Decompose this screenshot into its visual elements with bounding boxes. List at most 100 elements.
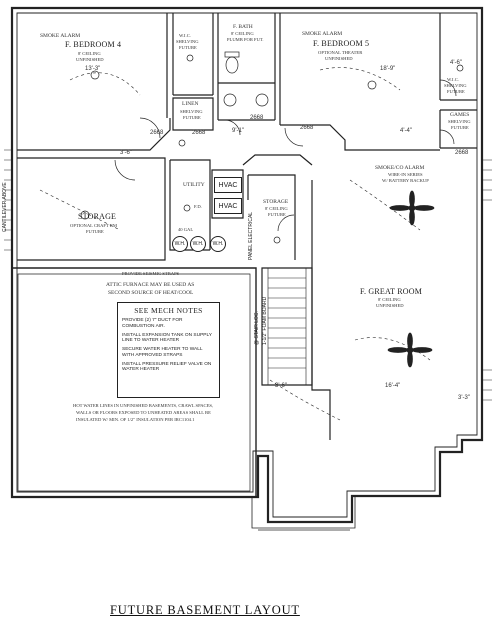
water-heater-3: W.H. xyxy=(210,236,226,252)
games-future: FUTURE xyxy=(451,125,469,130)
wall-linen xyxy=(172,97,214,131)
wall-wic-right xyxy=(439,13,477,101)
smoke-alarm-label: SMOKE ALARM xyxy=(40,33,81,39)
stair-label: @ STAIR LOC. xyxy=(254,311,260,345)
light-fixture-icon xyxy=(80,210,90,220)
dimension-label: 2668 xyxy=(250,115,264,121)
light-fixture-icon xyxy=(178,139,186,147)
outer-wall xyxy=(10,6,484,524)
storage-future: FUTURE xyxy=(86,229,104,234)
bath-ceiling: 8' CEILING xyxy=(231,31,254,36)
great-room-ceiling: 8' CEILING xyxy=(378,297,401,302)
alarm-wire-in: WIRE-IN SERIES xyxy=(388,172,423,177)
water-heater-1: W.H. xyxy=(172,236,188,252)
switch-leg xyxy=(269,379,341,421)
dimension-label: 16'-4" xyxy=(385,383,401,389)
linen-future: FUTURE xyxy=(183,115,201,120)
mech-notes-box: SEE MECH NOTES PROVIDE (2) 7" DUCT FOR C… xyxy=(117,302,220,398)
wall-bedroom4-bottom xyxy=(17,118,171,151)
dimension-label: 13'-3" xyxy=(85,66,101,72)
toilet-icon xyxy=(225,56,239,74)
hot-water-note-line2: WALLS OR FLOORS EXPOSED TO UNHEATED AREA… xyxy=(76,410,211,415)
room-name-storage: STORAGE xyxy=(78,212,117,221)
dimension-label: 2668 xyxy=(150,130,164,136)
storage-mid-future: FUTURE xyxy=(268,212,286,217)
room-name-bedroom4: F. BEDROOM 4 xyxy=(65,40,122,49)
dimension-label: 3'-3" xyxy=(458,395,470,401)
wall-hall-angle xyxy=(242,154,313,166)
wall-bedroom5-bottom xyxy=(280,124,440,151)
hot-water-note-line3: INSULATED W/ MIN. OF 1/2" INSULATION PER… xyxy=(76,417,195,422)
dimension-label: 3'-6" xyxy=(120,150,132,156)
right-hatch xyxy=(482,159,492,401)
light-fixture-icon xyxy=(456,64,464,72)
switch-leg xyxy=(354,337,431,361)
wall-bath xyxy=(217,13,276,121)
ceiling-fan-icon xyxy=(387,332,433,368)
hvac-unit-1: HVAC xyxy=(214,177,242,193)
room-name-bath: F. BATH xyxy=(233,24,253,30)
door-swing xyxy=(139,117,161,139)
seismic-note: PROVIDE SEISMIC STRAPS xyxy=(122,271,180,276)
wall-storage-left xyxy=(17,157,166,261)
cantilever-hatch xyxy=(4,149,12,251)
door-swing xyxy=(114,159,136,181)
status-label: UNFINISHED xyxy=(325,56,353,61)
wic-right-future: FUTURE xyxy=(447,89,465,94)
smoke-alarm-label: SMOKE ALARM xyxy=(302,31,343,37)
dimension-label: 2668 xyxy=(192,130,206,136)
water-heater-capacity: 40 GAL xyxy=(178,227,194,232)
stair-rail xyxy=(267,268,307,385)
wall-games xyxy=(439,109,477,149)
mech-note-item: INSTALL EXPANSION TANK ON SUPPLY LINE TO… xyxy=(122,332,212,344)
cantilever-label: CANTILEVER ABOVE xyxy=(2,182,8,232)
room-name-wic: W.I.C. xyxy=(179,33,191,38)
room-name-great-room: F. GREAT ROOM xyxy=(360,287,423,296)
wall-wic-left xyxy=(172,13,214,96)
room-name-bedroom5: F. BEDROOM 5 xyxy=(313,39,370,48)
door-swing xyxy=(277,214,295,232)
room-name-games: GAMES xyxy=(450,112,470,118)
dimension-label: 4'-4" xyxy=(400,128,412,134)
light-fixture-icon xyxy=(186,54,194,62)
wall-storage-mid xyxy=(247,174,296,260)
hvac-unit-2: HVAC xyxy=(214,198,242,214)
stair-treads xyxy=(268,277,306,369)
toilet-tank-icon xyxy=(224,51,240,58)
status-label: UNFINISHED xyxy=(76,57,104,62)
sink-icon xyxy=(255,93,269,107)
sink-icon xyxy=(223,93,237,107)
wall-great-room-left xyxy=(311,180,331,440)
room-name-linen: LINEN xyxy=(182,101,199,107)
games-shelving: SHELVING xyxy=(448,119,471,124)
switch-leg xyxy=(349,179,421,231)
switch-leg xyxy=(39,189,121,231)
room-name-storage-mid: STORAGE xyxy=(263,199,289,205)
switch-leg xyxy=(69,72,141,96)
smoke-co-alarm-label: SMOKE/CO ALARM xyxy=(375,165,425,171)
door-swing xyxy=(439,79,457,97)
attic-note-line1: ATTIC FURNACE MAY BE USED AS xyxy=(106,282,195,288)
light-fixture-icon xyxy=(273,236,281,244)
ceiling-label: 8' CEILING xyxy=(78,51,101,56)
room-name-wic-right: W.I.C. xyxy=(447,77,459,82)
foam-board-label: 1-1/2" FOAM BOARD xyxy=(262,296,268,345)
light-fixture-icon xyxy=(367,80,377,90)
mech-note-item: SECURE WATER HEATER TO WALL WITH APPROVE… xyxy=(122,347,203,358)
porch-outline xyxy=(251,497,356,529)
dimension-label: 2668 xyxy=(455,150,469,156)
outer-wall-inner-line xyxy=(16,12,478,518)
dimension-label: 9'-1" xyxy=(232,128,244,134)
room-name-utility: UTILITY xyxy=(183,182,205,188)
attic-note-line2: SECOND SOURCE OF HEAT/COOL xyxy=(108,290,194,296)
page-title: FUTURE BASEMENT LAYOUT xyxy=(110,603,300,617)
ceiling-fan-icon xyxy=(389,190,435,226)
wic-right-shelving: SHELVING xyxy=(444,83,467,88)
bath-plumb: PLUMB FOR FUT. xyxy=(227,37,264,42)
unexcavated-area-inner xyxy=(17,273,251,492)
wic-future: FUTURE xyxy=(179,45,197,50)
light-fixture-icon xyxy=(90,70,100,80)
dimension-label: 3'-6" xyxy=(275,383,287,389)
bedroom5-optional: OPTIONAL THEATER xyxy=(318,50,363,55)
